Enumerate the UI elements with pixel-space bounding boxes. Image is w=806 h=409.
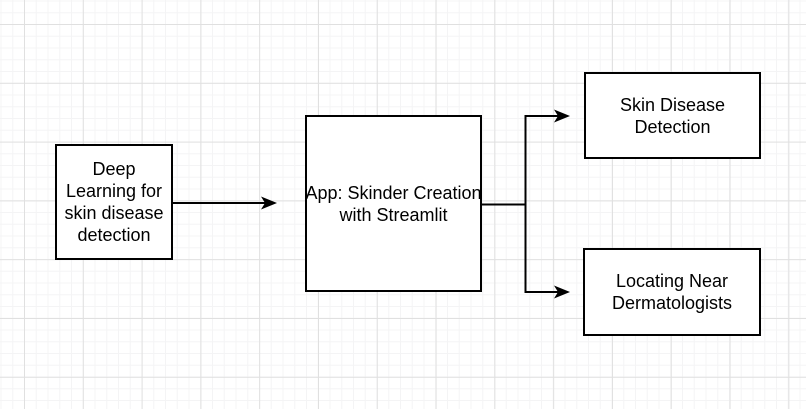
node-app-skinder-creation[interactable]: App: Skinder Creation with Streamlit <box>305 115 482 292</box>
node-skin-disease-detection[interactable]: Skin Disease Detection <box>584 72 761 159</box>
edge-split-to-dermatologists[interactable] <box>524 285 571 299</box>
node-locating-near-dermatologists[interactable]: Locating Near Dermatologists <box>583 248 761 336</box>
node-skin-disease-detection-label: Skin Disease Detection <box>619 94 726 137</box>
node-app-skinder-creation-label: App: Skinder Creation with Streamlit <box>305 182 482 225</box>
node-deep-learning-label: Deep Learning for skin disease detection <box>64 159 164 245</box>
edge-split-to-skin-disease[interactable] <box>524 109 571 123</box>
node-locating-near-dermatologists-label: Locating Near Dermatologists <box>611 271 733 313</box>
edge-deeplearning-to-app[interactable] <box>173 196 277 210</box>
edge-app-split[interactable] <box>482 115 527 293</box>
node-deep-learning[interactable]: Deep Learning for skin disease detection <box>55 144 173 260</box>
